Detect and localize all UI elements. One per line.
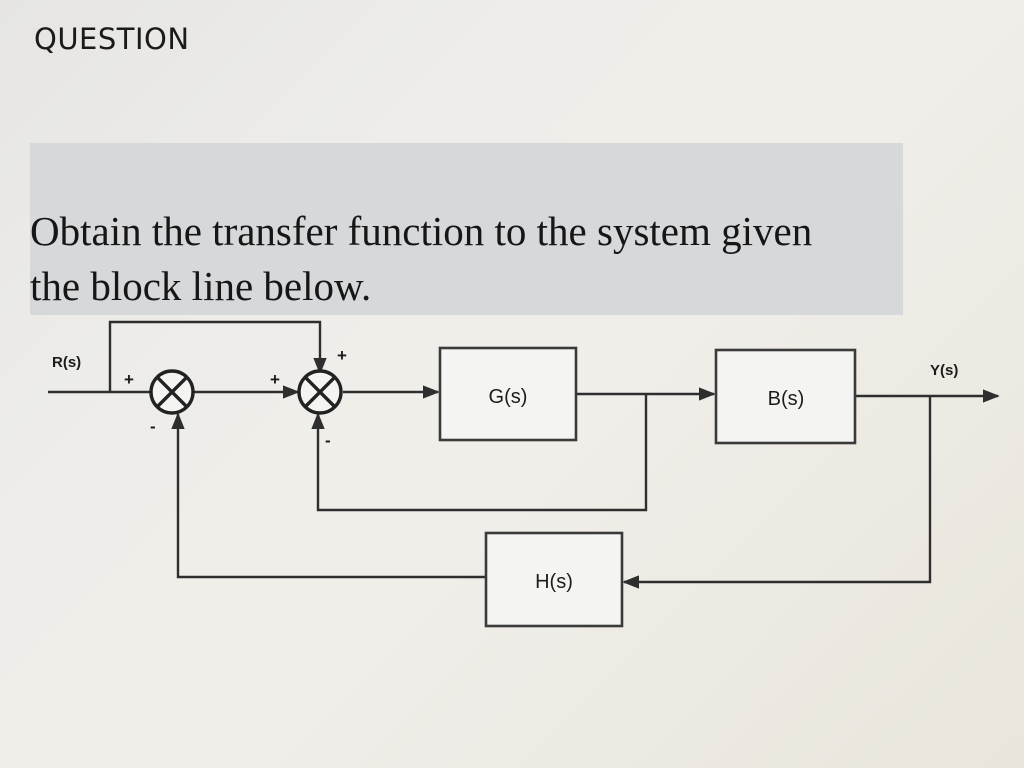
outer-feedback-to-h-wire (622, 396, 932, 589)
sum2-top-sign: + (337, 346, 347, 365)
summing-junction-2 (297, 369, 343, 415)
feedforward-wire (108, 320, 327, 392)
g-block-label: G(s) (489, 386, 528, 408)
inner-feedback-wire (311, 394, 648, 512)
sum2-bottom-sign: - (325, 431, 331, 450)
h-to-sum1-wire (171, 412, 486, 579)
summing-junction-1 (149, 369, 195, 415)
question-line-1: Obtain the transfer function to the syst… (30, 208, 813, 254)
h-block-label: H(s) (535, 571, 573, 593)
h-block (484, 531, 624, 628)
g-block (438, 346, 578, 442)
question-line-2: the block line below. (30, 263, 372, 309)
b-block (714, 348, 857, 445)
sum1-bottom-sign: - (150, 417, 156, 436)
input-label: R(s) (52, 354, 81, 371)
sum1-left-sign: + (124, 370, 134, 389)
question-heading: QUESTION (34, 22, 190, 56)
sum2-left-sign: + (270, 370, 280, 389)
b-block-label: B(s) (768, 388, 805, 410)
output-label: Y(s) (930, 362, 958, 379)
question-text: Obtain the transfer function to the syst… (30, 204, 910, 314)
question-background-panel (30, 143, 903, 315)
